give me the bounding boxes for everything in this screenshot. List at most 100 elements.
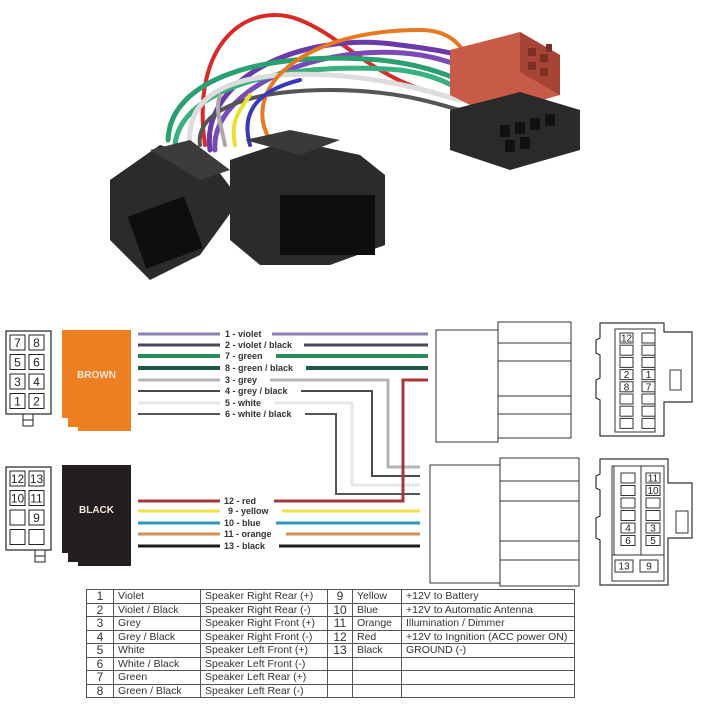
pin-cell xyxy=(645,535,661,546)
radio-plug-top-outline xyxy=(435,321,572,443)
wire-black-0: 12 - red xyxy=(138,378,428,506)
pin-number-cell: 10 xyxy=(327,602,353,617)
pin-function-cell: +12V to Ingnition (ACC power ON) xyxy=(401,629,575,644)
pin-number-cell: 13 xyxy=(327,643,353,658)
wire-label: 6 - white / black xyxy=(225,409,293,419)
pin-cell xyxy=(619,369,634,381)
pin-cell xyxy=(619,356,634,368)
pin-cell xyxy=(9,334,26,351)
wire-brown-6: 5 - white xyxy=(138,398,420,487)
pin-cell xyxy=(9,373,26,390)
wire-color-cell: Blue xyxy=(352,602,402,617)
pin-function-cell xyxy=(401,683,575,698)
wire-color-cell: Orange xyxy=(352,616,402,631)
pin-cell xyxy=(28,373,45,390)
pin-number: 8 xyxy=(33,336,40,350)
pin-number: 3 xyxy=(650,524,656,535)
pin-function-cell xyxy=(401,656,575,671)
pin-cell xyxy=(620,522,636,534)
pin-function-cell: +12V to Automatic Antenna xyxy=(401,602,575,617)
pin-cell xyxy=(645,485,661,496)
pin-cell xyxy=(620,535,636,546)
pin-cell xyxy=(620,472,636,484)
pin-number: 5 xyxy=(14,356,21,370)
pin-cell xyxy=(619,417,634,429)
black-connector: BLACK xyxy=(62,465,131,566)
pin-number-cell: 6 xyxy=(86,656,114,671)
wire-color-cell: White / Black xyxy=(113,656,201,671)
wire-label: 2 - violet / black xyxy=(225,340,293,350)
pin-cell xyxy=(28,490,45,506)
pin-cell xyxy=(28,470,45,487)
pin-number: 2 xyxy=(624,370,630,381)
pin-number: 12 xyxy=(621,334,633,345)
wire-label: 1 - violet xyxy=(225,329,262,339)
wire-color-cell xyxy=(352,670,402,685)
pin-number: 13 xyxy=(618,562,630,573)
pin-cell xyxy=(619,393,634,405)
pin-function-cell: Speaker Left Front (+) xyxy=(200,643,328,658)
wire-color-cell xyxy=(352,683,402,698)
wire-color-cell: Green / Black xyxy=(113,683,201,698)
pin-cell xyxy=(619,344,634,356)
wire-color-cell: Violet xyxy=(113,589,201,604)
pin-number: 11 xyxy=(30,492,43,506)
wire-label: 11 - orange xyxy=(224,529,272,539)
pin-cell xyxy=(9,509,26,526)
wire-color-cell: Yellow xyxy=(352,589,402,604)
pin-number-cell: 4 xyxy=(86,629,114,644)
pin-number-cell: 12 xyxy=(327,629,353,644)
pin-cell xyxy=(9,490,26,506)
pin-cell xyxy=(9,393,26,409)
pin-cell xyxy=(28,509,45,526)
wire-black-1: 9 - yellow xyxy=(138,506,420,516)
harness-wires xyxy=(165,13,483,153)
pin-function-cell: Speaker Left Rear (-) xyxy=(200,683,328,698)
pin-cell xyxy=(645,497,661,509)
pin-number: 3 xyxy=(14,375,21,389)
pin-number-cell: 1 xyxy=(86,589,114,604)
wire-brown-7: 6 - white / black xyxy=(138,409,420,495)
pin-number: 6 xyxy=(33,356,40,370)
wire-black-4: 13 - black xyxy=(138,541,420,551)
pin-number: 4 xyxy=(33,375,40,389)
pin-cell xyxy=(28,393,45,409)
wire-label: 5 - white xyxy=(225,398,261,408)
wire-color-cell: Grey xyxy=(113,616,201,631)
pin-function-cell: +12V to Battery xyxy=(401,589,575,604)
pin-cell xyxy=(9,470,26,487)
wire-label: 7 - green xyxy=(225,351,263,361)
pin-cell xyxy=(28,334,45,351)
pin-cell xyxy=(641,381,656,393)
wire-color-cell: Violet / Black xyxy=(113,602,201,617)
pin-cell xyxy=(619,381,634,393)
pin-number: 1 xyxy=(14,395,21,409)
wire-color-cell: Black xyxy=(352,643,402,658)
pin-function-cell xyxy=(401,670,575,685)
pin-number: 4 xyxy=(625,524,631,535)
brown-connector-label: BROWN xyxy=(77,370,116,381)
wire-label: 4 - grey / black xyxy=(225,386,289,396)
pin-number: 12 xyxy=(11,472,25,486)
pin-cell xyxy=(645,472,661,484)
pin-number: 5 xyxy=(650,536,656,547)
pin-cell xyxy=(619,332,634,344)
wire-color-cell: White xyxy=(113,643,201,658)
pin-cell xyxy=(28,529,45,545)
iso-black-connector-photo xyxy=(450,92,580,170)
pin-number-cell: 11 xyxy=(327,616,353,631)
pin-function-cell: Speaker Right Front (+) xyxy=(200,616,328,631)
pin-cell xyxy=(641,417,656,429)
wire-label: 12 - red xyxy=(224,496,256,506)
wire-brown-2: 7 - green xyxy=(138,351,428,361)
